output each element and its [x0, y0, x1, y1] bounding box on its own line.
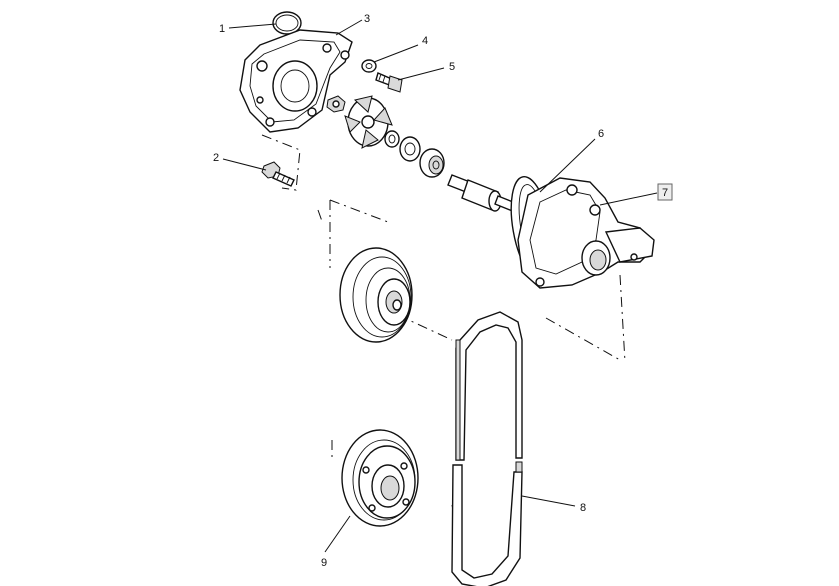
callout-9: 9: [321, 557, 327, 569]
drive-belt-part: [451, 311, 523, 586]
callout-7: 7: [662, 187, 668, 199]
washer-part: [361, 59, 377, 73]
seal-ring-part: [384, 130, 400, 148]
callout-8: 8: [580, 502, 586, 514]
impeller-nut-part: [326, 95, 346, 113]
mechanical-seal-part: [419, 148, 445, 178]
flange-bolt-part: [261, 161, 295, 187]
callout-6: 6: [598, 128, 604, 140]
impeller-part: [344, 95, 393, 149]
crankshaft-pulley-part: [341, 429, 419, 527]
pump-housing-part: [517, 177, 655, 289]
pump-cover-part: [239, 29, 353, 133]
callout-2: 2: [213, 152, 219, 164]
callout-1: 1: [219, 23, 225, 35]
callout-labels: 1 3 4 5 2 6 7 8 9: [213, 13, 673, 569]
callout-3: 3: [364, 13, 370, 25]
pump-shaft-part: [447, 174, 519, 213]
callout-7-box: [657, 183, 673, 201]
upper-pulley-part: [339, 247, 413, 343]
bolt-part: [375, 72, 403, 93]
o-ring-part: [272, 11, 302, 35]
callout-4: 4: [422, 35, 428, 47]
leader-lines: [222, 19, 658, 553]
bearing-seal-part: [399, 136, 421, 162]
callout-5: 5: [449, 61, 455, 73]
